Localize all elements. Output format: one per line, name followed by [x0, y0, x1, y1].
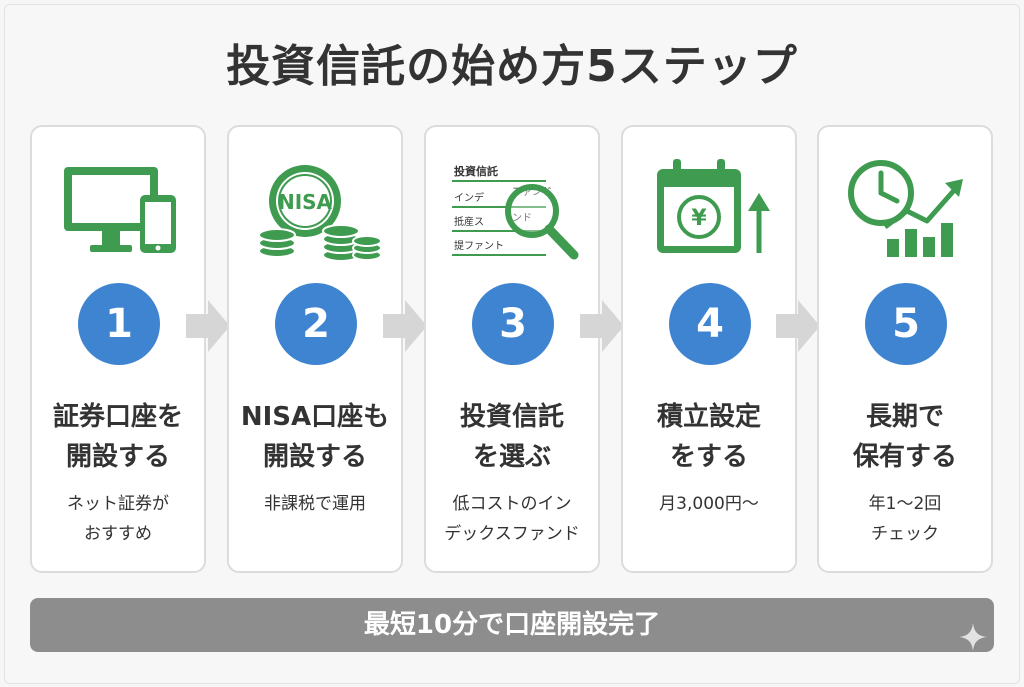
yen-symbol: ¥ [691, 206, 707, 231]
step-number: 3 [472, 283, 554, 365]
footer-banner: 最短10分で口座開設完了 [30, 598, 994, 652]
step-number: 1 [78, 283, 160, 365]
computer-smartphone-icon [64, 167, 176, 253]
calendar-yen-icon: ¥ [657, 159, 770, 253]
step-desc-line2: おすすめ [84, 524, 152, 544]
arrow-right-icon [776, 300, 820, 352]
step-title-line2: 開設する [65, 442, 170, 472]
step-desc-line1: 月3,000円〜 [659, 494, 759, 514]
step-desc-line2: チェック [871, 524, 939, 544]
step-desc-line1: 低コストのイン [452, 494, 572, 514]
arrow-right-icon [580, 300, 624, 352]
fund-search-icon: 投資信託 インデ ファンド 抵産ス ンド 提ファント [450, 161, 579, 260]
fund-list-item: インデ [454, 191, 484, 204]
sparkle-icon [959, 623, 987, 651]
step-desc-line2: デックスファンド [444, 524, 580, 544]
fund-list-header: 投資信託 [454, 164, 498, 178]
step-title-line1: NISA口座も [240, 402, 390, 432]
step-desc-line1: 非課税で運用 [264, 494, 366, 514]
step-title-line1: 証券口座を [52, 402, 183, 432]
fund-list-item: ファンド [512, 187, 552, 198]
clock-growth-chart-icon [848, 160, 963, 257]
step-card-2: NISA 2 NISA口座も 開設する 非課税で運用 [227, 125, 403, 573]
step-card-1: 1 証券口座を 開設する ネット証券が おすすめ [30, 125, 206, 573]
step-desc-line1: ネット証券が [67, 494, 169, 514]
step-card-4: ¥ 4 積立設定 をする 月3,000円〜 [621, 125, 797, 573]
step-title-line1: 長期で [865, 402, 944, 432]
step-number: 4 [669, 283, 751, 365]
step-title-line2: 開設する [262, 442, 367, 472]
step-title-line1: 積立設定 [656, 402, 761, 432]
arrow-right-icon [186, 300, 230, 352]
step-title-line1: 投資信託 [459, 402, 564, 432]
step-title-line2: をする [669, 442, 748, 472]
arrow-right-icon [383, 300, 427, 352]
fund-list-item: ンド [512, 213, 532, 224]
step-card-3: 投資信託 インデ ファンド 抵産ス ンド 提ファント 3 投資信託 を選ぶ 低コ… [424, 125, 600, 573]
step-title-line2: を選ぶ [472, 442, 551, 472]
step-card-5: 5 長期で 保有する 年1〜2回 チェック [817, 125, 993, 573]
page-title: 投資信託の始め方5ステップ [226, 41, 798, 92]
fund-list-item: 抵産ス [454, 215, 484, 228]
nisa-coins-icon: NISA [258, 165, 382, 262]
step-number: 2 [275, 283, 357, 365]
fund-list-item: 提ファント [454, 240, 504, 252]
step-desc-line1: 年1〜2回 [868, 494, 942, 514]
nisa-icon-text: NISA [278, 190, 333, 214]
step-title-line2: 保有する [852, 442, 957, 472]
step-number: 5 [865, 283, 947, 365]
